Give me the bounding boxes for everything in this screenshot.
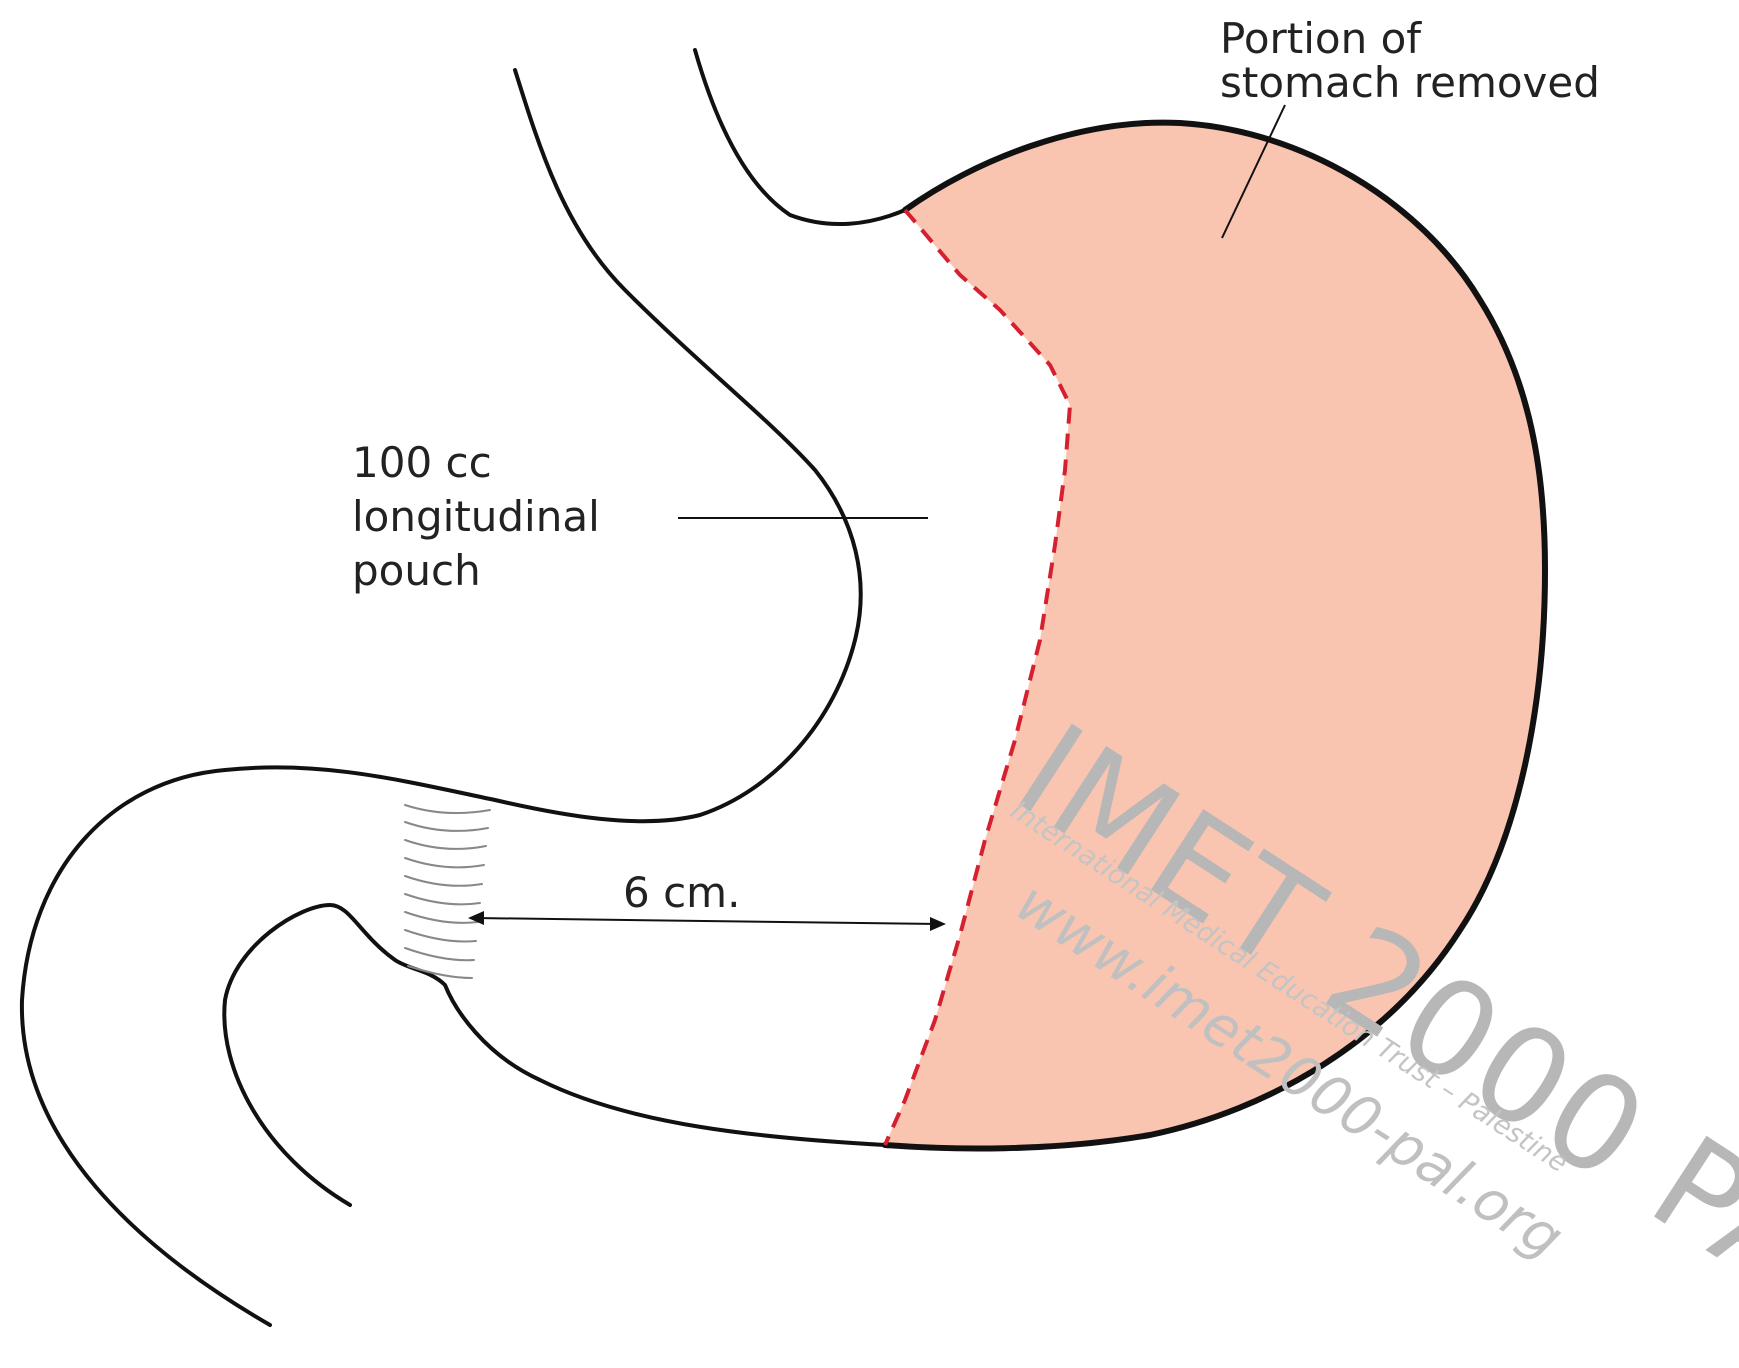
- esophagus-right-wall: [695, 50, 905, 224]
- antrum-lower-wall: [224, 905, 885, 1205]
- width-label: 6 cm.: [623, 872, 740, 914]
- duodenum-outer-wall: [22, 767, 495, 1325]
- removed-label-line2: stomach removed: [1220, 62, 1600, 104]
- pouch-label-line3: pouch: [352, 550, 600, 592]
- removed-portion-fill: [885, 123, 1545, 1149]
- stomach-diagram: [0, 0, 1739, 1332]
- pouch-label-line2: longitudinal: [352, 496, 600, 538]
- pouch-label-line1: 100 cc: [352, 442, 600, 484]
- pouch-label: 100 cc longitudinal pouch: [352, 442, 600, 604]
- removed-label-line1: Portion of: [1220, 18, 1600, 60]
- removed-portion-label: Portion of stomach removed: [1220, 18, 1600, 106]
- pylorus-hatching: [405, 805, 490, 978]
